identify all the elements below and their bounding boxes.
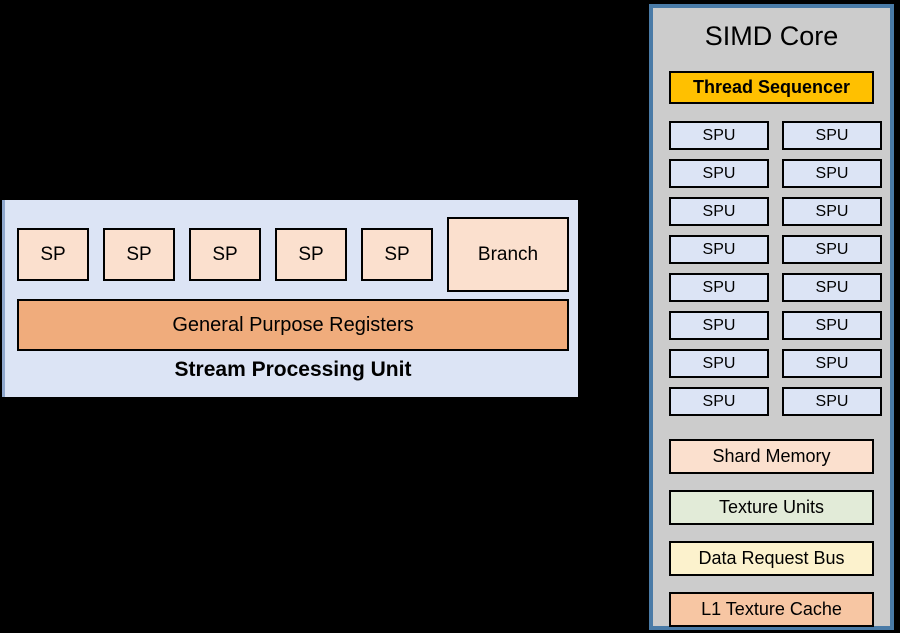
spu-cell[interactable]: SPU [782,159,882,188]
arrow-spu-to-simd-icon [596,198,658,222]
stream-processing-unit-panel: SP SP SP SP SP Branch General Purpose Re… [2,200,578,397]
sp-unit-box[interactable]: SP [17,228,89,281]
spu-cell[interactable]: SPU [782,121,882,150]
spu-cell[interactable]: SPU [782,349,882,378]
spu-cell[interactable]: SPU [669,197,769,226]
spu-cell[interactable]: SPU [782,311,882,340]
spu-cell[interactable]: SPU [782,197,882,226]
general-purpose-registers-bar[interactable]: General Purpose Registers [17,299,569,351]
spu-cell[interactable]: SPU [669,235,769,264]
sp-unit-box[interactable]: SP [103,228,175,281]
spu-cell[interactable]: SPU [669,311,769,340]
spu-cell[interactable]: SPU [782,235,882,264]
sp-unit-box[interactable]: SP [189,228,261,281]
sp-unit-row: SP SP SP SP SP Branch [17,217,569,292]
stream-processing-unit-title: Stream Processing Unit [174,358,412,381]
spu-cell[interactable]: SPU [669,387,769,416]
spu-cell[interactable]: SPU [782,273,882,302]
l1-texture-cache-block[interactable]: L1 Texture Cache [669,592,874,627]
thread-sequencer-block[interactable]: Thread Sequencer [669,71,874,104]
spu-cell[interactable]: SPU [669,121,769,150]
branch-unit-box[interactable]: Branch [447,217,569,292]
sp-unit-box[interactable]: SP [275,228,347,281]
spu-cell[interactable]: SPU [782,387,882,416]
simd-core-panel: SIMD Core Thread Sequencer SPU SPU SPU S… [649,4,894,630]
spu-cell[interactable]: SPU [669,273,769,302]
sp-unit-box[interactable]: SP [361,228,433,281]
spu-cell[interactable]: SPU [669,159,769,188]
simd-core-title: SIMD Core [704,21,839,51]
data-request-bus-block[interactable]: Data Request Bus [669,541,874,576]
spu-cell[interactable]: SPU [669,349,769,378]
shard-memory-block[interactable]: Shard Memory [669,439,874,474]
texture-units-block[interactable]: Texture Units [669,490,874,525]
spu-grid: SPU SPU SPU SPU SPU SPU SPU SPU SPU SPU … [669,121,882,421]
